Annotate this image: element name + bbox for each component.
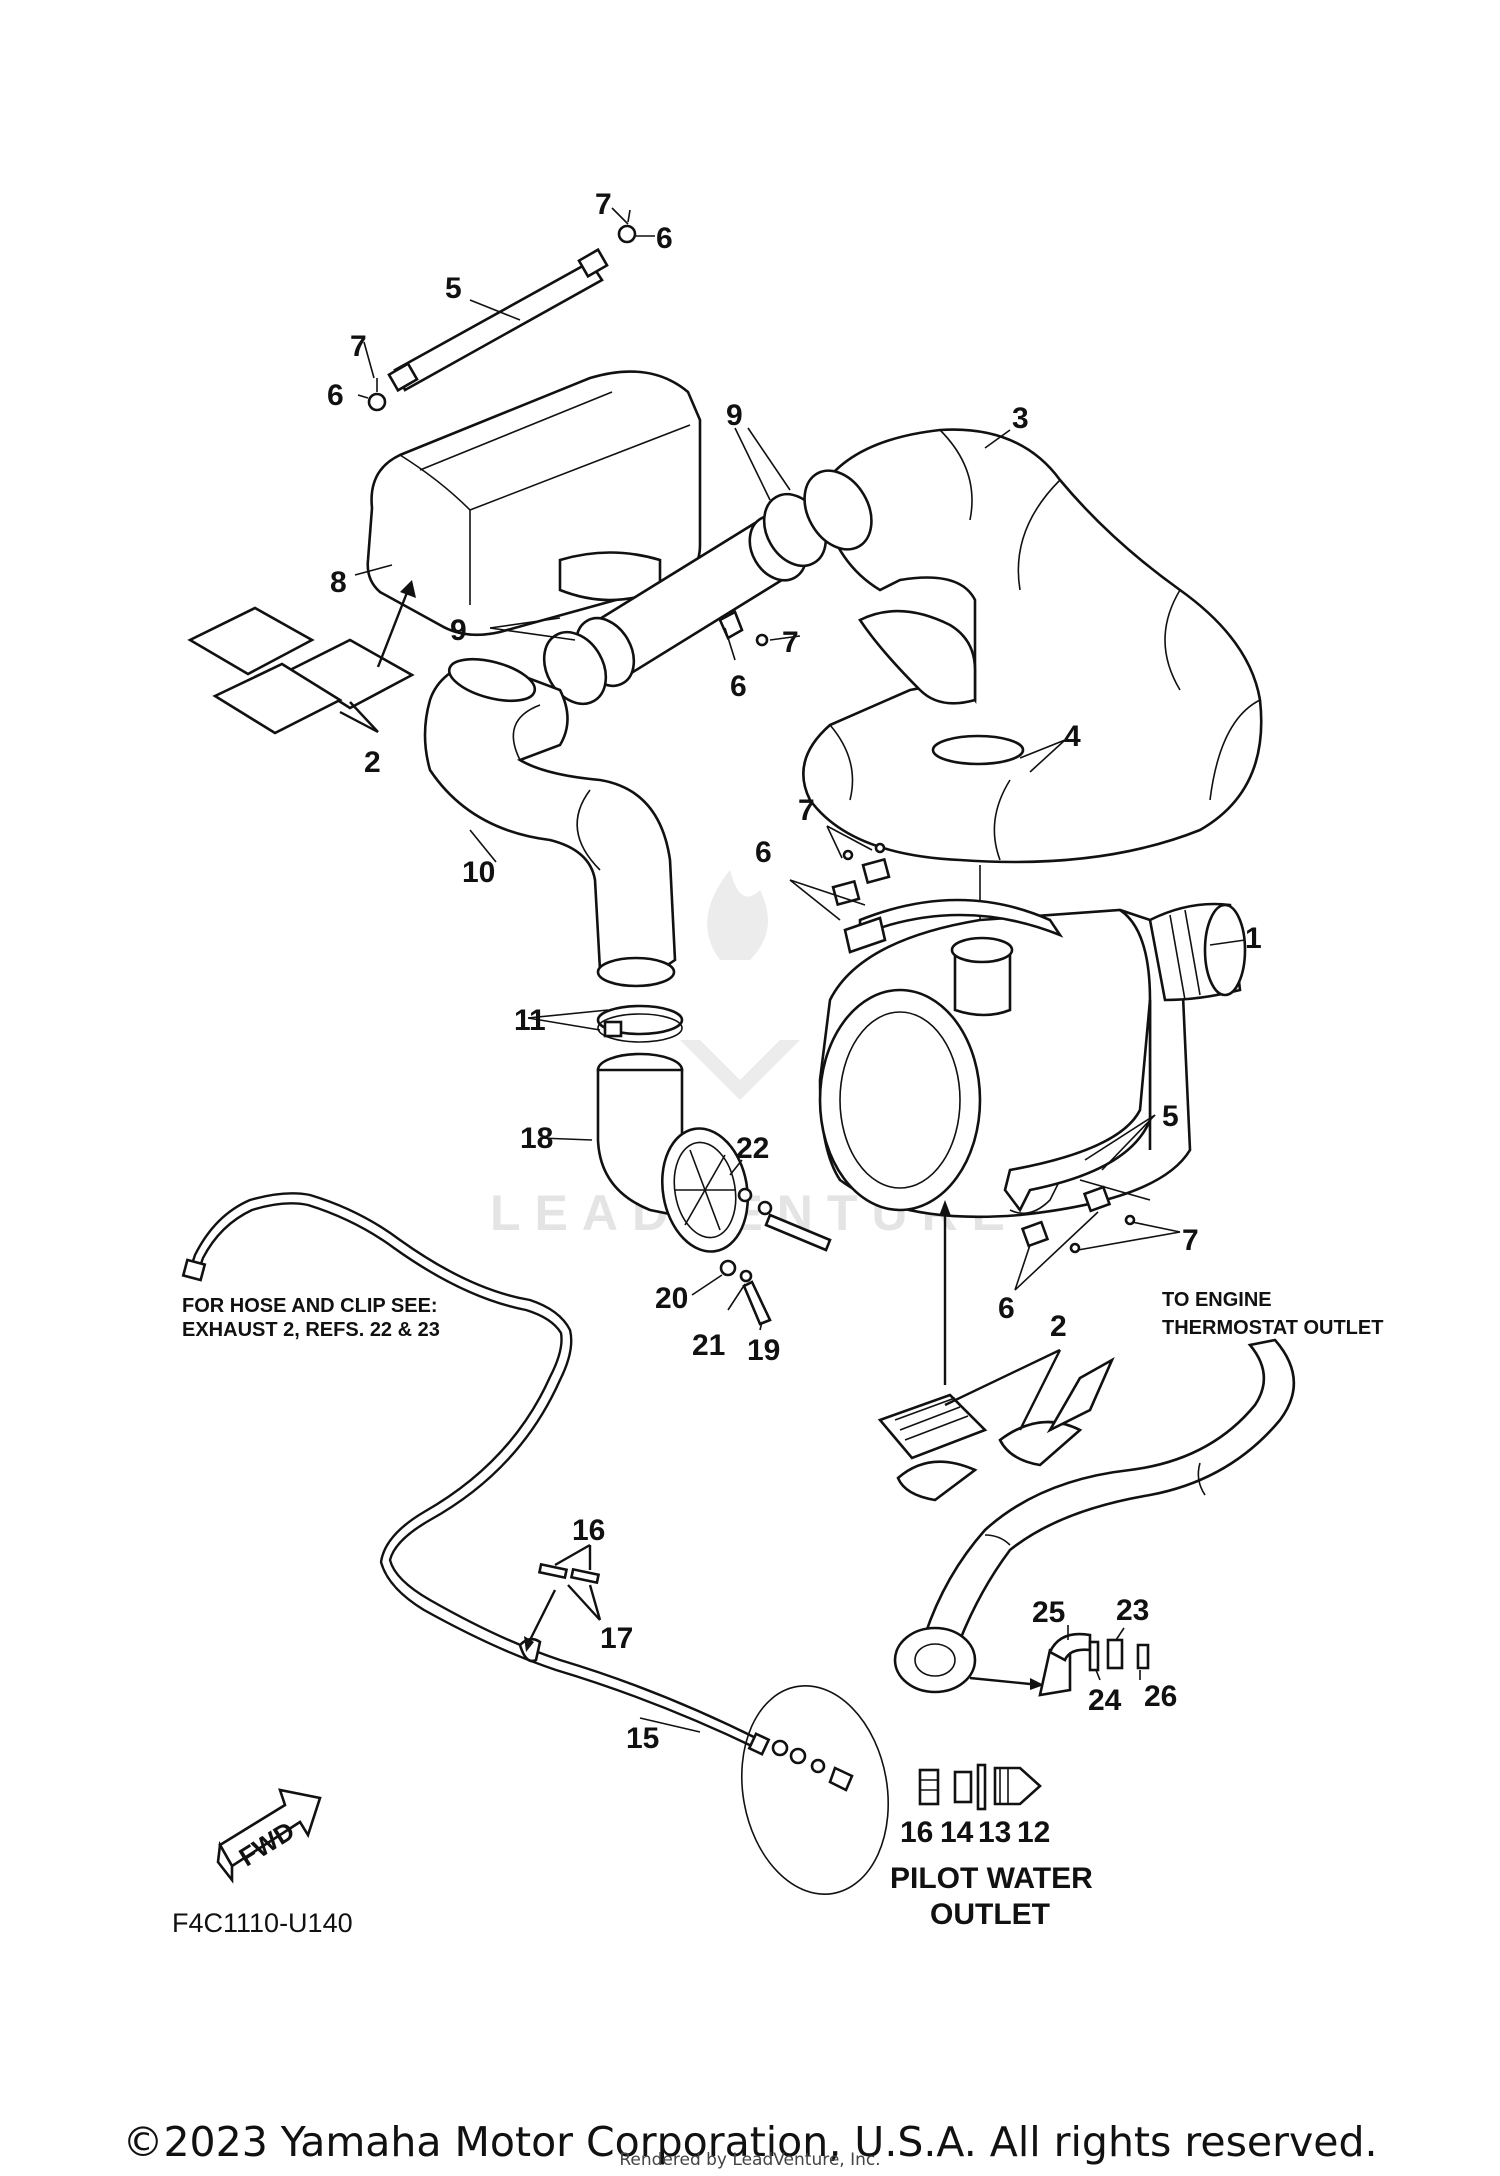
fittings-right (1038, 1632, 1150, 1697)
callout-6: 6 (656, 222, 673, 255)
callout-4: 4 (1064, 720, 1081, 753)
callout-1: 1 (1245, 922, 1262, 955)
callout-15: 15 (626, 1722, 659, 1755)
note-hose-clip-line2: EXHAUST 2, REFS. 22 & 23 (182, 1319, 440, 1341)
callout-16: 16 (572, 1514, 605, 1547)
callout-14: 14 (940, 1816, 974, 1849)
callout-6: 6 (327, 379, 344, 412)
callout-18: 18 (520, 1122, 553, 1155)
strap-top (367, 209, 637, 412)
thermostat-hose (893, 1338, 1296, 1694)
callout-7: 7 (782, 626, 799, 659)
callout-7: 7 (1182, 1224, 1199, 1257)
callout-13: 13 (978, 1816, 1011, 1849)
rendered-by-credit: Rendered by LeadVenture, Inc. (619, 2150, 881, 2170)
callout-22: 22 (736, 1132, 769, 1165)
callout-23: 23 (1116, 1594, 1149, 1627)
callout-17: 17 (600, 1622, 633, 1655)
muffler-pipe (542, 492, 828, 706)
callout-10: 10 (462, 856, 495, 889)
callouts: 7 6 5 7 6 9 3 8 9 7 6 2 4 7 6 10 1 11 5 … (327, 188, 1262, 1849)
diagram-code: F4C1110-U140 (172, 1908, 353, 1938)
note-pilot-line2: OUTLET (930, 1898, 1050, 1931)
callout-12: 12 (1017, 1816, 1050, 1849)
elbow-pipe (423, 657, 677, 988)
callout-2: 2 (1050, 1310, 1067, 1343)
clips-16-17 (524, 1543, 602, 1652)
callout-3: 3 (1012, 402, 1029, 435)
callout-7: 7 (595, 188, 612, 221)
callout-8: 8 (330, 566, 347, 599)
callout-25: 25 (1032, 1596, 1065, 1629)
callout-9: 9 (726, 399, 743, 432)
pads-left (187, 580, 416, 735)
note-engine-line1: TO ENGINE (1162, 1289, 1272, 1311)
note-hose-clip-line1: FOR HOSE AND CLIP SEE: (182, 1295, 438, 1317)
pilot-water-hose (181, 1192, 771, 1756)
loop-pipe (802, 428, 1263, 920)
callout-5: 5 (1162, 1100, 1179, 1133)
callout-24: 24 (1088, 1684, 1122, 1717)
callout-9: 9 (450, 614, 467, 647)
callout-11: 11 (514, 1004, 546, 1037)
pads-right (877, 1200, 1115, 1502)
pilot-outlet-parts (918, 1763, 1042, 1811)
detail-circle (740, 1685, 890, 1895)
callout-6: 6 (998, 1292, 1015, 1325)
note-pilot-line1: PILOT WATER (890, 1862, 1093, 1895)
callout-2: 2 (364, 746, 381, 779)
callout-19: 19 (747, 1334, 780, 1367)
callout-16: 16 (900, 1816, 933, 1849)
callout-20: 20 (655, 1282, 688, 1315)
fwd-arrow-icon: FWD (216, 1788, 322, 1884)
callout-26: 26 (1144, 1680, 1177, 1713)
clamp-11 (596, 1004, 684, 1043)
callout-7: 7 (350, 330, 367, 363)
outlet-elbow (596, 1052, 832, 1326)
callout-6: 6 (755, 836, 772, 869)
callout-6: 6 (730, 670, 747, 703)
callout-5: 5 (445, 272, 462, 305)
note-engine-line2: THERMOSTAT OUTLET (1162, 1317, 1383, 1339)
callout-21: 21 (692, 1329, 725, 1362)
notes: FOR HOSE AND CLIP SEE: EXHAUST 2, REFS. … (172, 1289, 1383, 1938)
leader-lines (354, 207, 1246, 1733)
copyright-footer: ©2023 Yamaha Motor Corporation, U.S.A. A… (122, 2118, 1378, 2166)
callout-7: 7 (798, 794, 815, 827)
